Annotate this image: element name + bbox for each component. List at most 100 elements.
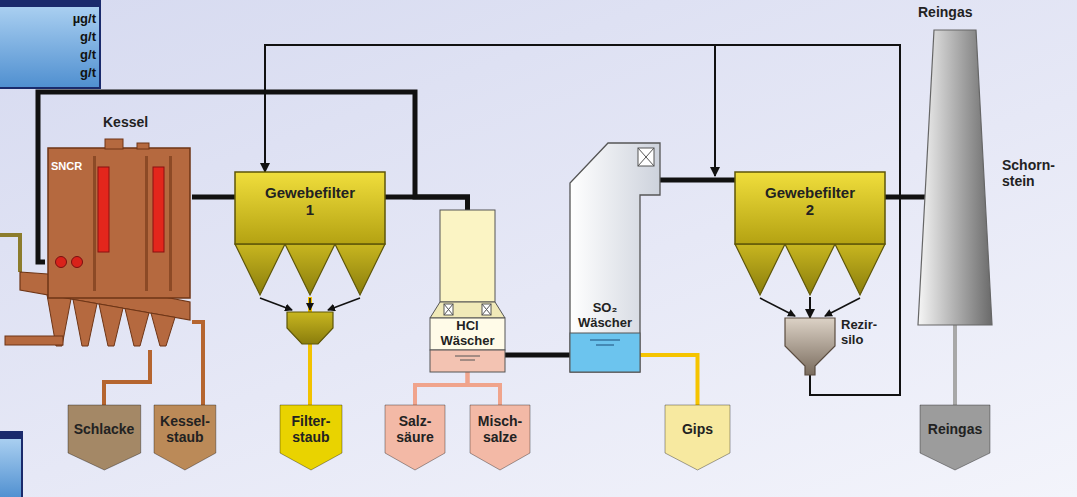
- boiler-part: [98, 167, 109, 252]
- output-product-part: [385, 405, 445, 470]
- so2-scrubber-part: [590, 340, 620, 345]
- dust-arrow: [328, 298, 360, 310]
- flow-line: [192, 322, 203, 405]
- fabric-filter-part: [285, 244, 335, 295]
- node-label: Rezir- silo: [841, 318, 877, 348]
- dust-hopper: [287, 312, 333, 344]
- fabric-filter: Gewebefilter 2: [735, 172, 885, 297]
- hcl-scrubber-part: [440, 210, 495, 302]
- node-label: Kessel- staub: [160, 413, 210, 445]
- recirculation-silo-shape: [785, 318, 835, 375]
- hcl-scrubber: HCl Wäscher: [430, 210, 505, 372]
- info-panel: [0, 432, 22, 497]
- flow-line: [660, 178, 735, 183]
- hcl-scrubber-part: [444, 304, 453, 315]
- hcl-scrubber-part: [430, 350, 505, 372]
- chimney: ReingasSchorn- stein: [918, 0, 992, 325]
- node-label: SO₂ Wäscher: [578, 301, 632, 331]
- flow-line: [415, 372, 468, 405]
- output-product: Reingas: [920, 405, 990, 470]
- hcl-scrubber-part: [455, 356, 480, 360]
- flow-line: [104, 350, 150, 405]
- output-product: Salz- säure: [385, 405, 445, 470]
- node-label: Kessel: [103, 114, 148, 130]
- node-label: g/t: [80, 48, 96, 63]
- fabric-filter-part: [785, 244, 835, 295]
- info-panel-band: [0, 432, 22, 439]
- node-label: µg/t: [73, 12, 96, 27]
- dust-arrow: [825, 298, 860, 316]
- node-label: Filter- staub: [292, 413, 331, 445]
- info-panel: µg/t g/t g/t g/t: [0, 0, 100, 88]
- boiler-part: [5, 336, 63, 345]
- flow-line: [468, 372, 501, 405]
- node-label: g/t: [80, 66, 96, 81]
- dust-arrow: [260, 298, 292, 310]
- node-label: Gewebefilter 2: [765, 184, 855, 219]
- output-product-part: [280, 405, 342, 470]
- flow-line: [885, 195, 925, 200]
- node-label: Schlacke: [74, 421, 135, 437]
- dust-arrow: [309, 298, 311, 310]
- node-label: Salz- säure: [396, 413, 433, 445]
- fabric-filter-part: [235, 172, 385, 244]
- hcl-scrubber-part: [482, 304, 491, 315]
- info-panel-part: [0, 0, 100, 88]
- output-product-part: [470, 405, 530, 470]
- output-product: Gips: [665, 405, 730, 470]
- node-label: Misch- salze: [478, 413, 522, 445]
- output-product-shape: [920, 405, 990, 470]
- chimney-part: [918, 30, 992, 325]
- so2-scrubber-part: [570, 143, 660, 372]
- boiler-part: [56, 257, 67, 268]
- boiler-part: [93, 156, 96, 291]
- fabric-filter: Gewebefilter 1: [235, 172, 385, 297]
- output-product: Kessel- staub: [154, 405, 216, 470]
- node-label: g/t: [80, 30, 96, 45]
- boiler-part: [105, 139, 123, 149]
- recirculation-silo-part: [785, 318, 835, 375]
- boiler-part: [169, 156, 172, 291]
- info-panel-part: [0, 0, 100, 7]
- dust-arrow: [760, 298, 795, 316]
- output-product-part: [68, 405, 141, 470]
- output-product: Misch- salze: [470, 405, 530, 470]
- hcl-scrubber-part: [444, 304, 453, 315]
- flow-line: [715, 45, 900, 395]
- boiler-part: [151, 313, 175, 346]
- output-product-part: [154, 405, 216, 470]
- node-label: Gips: [682, 421, 713, 437]
- boiler-part: [145, 156, 148, 291]
- boiler-shape: [45, 112, 192, 350]
- boiler: KesselSNCR: [45, 112, 192, 350]
- flow-line: [640, 355, 698, 405]
- fabric-filter-part: [835, 244, 885, 295]
- hcl-scrubber-part: [482, 304, 491, 315]
- node-label: HCl Wäscher: [440, 319, 494, 349]
- flow-line: [953, 325, 957, 405]
- output-product-part: [665, 405, 730, 470]
- output-product-shape: [68, 405, 141, 470]
- output-product: Schlacke: [68, 405, 141, 470]
- node-label: Schorn- stein: [1002, 157, 1055, 189]
- node-label: Reingas: [928, 421, 982, 437]
- fabric-filter-part: [735, 172, 885, 244]
- boiler-part: [125, 309, 149, 346]
- boiler-part: [153, 167, 164, 252]
- output-product-shape: [665, 405, 730, 470]
- output-product-part: [920, 405, 990, 470]
- boiler-part: [73, 299, 97, 346]
- boiler-part: [48, 148, 190, 298]
- node-label: Reingas: [918, 4, 972, 20]
- boiler-part: [72, 257, 83, 268]
- flow-line: [192, 195, 235, 200]
- node-label: SNCR: [51, 160, 82, 173]
- fabric-filter-part: [735, 244, 785, 295]
- fabric-filter-part: [235, 244, 285, 295]
- so2-scrubber-part: [570, 333, 640, 372]
- flow-line: [38, 92, 468, 262]
- feed-line: [0, 235, 20, 272]
- hcl-scrubber-part: [430, 302, 505, 318]
- boiler-part: [99, 304, 123, 346]
